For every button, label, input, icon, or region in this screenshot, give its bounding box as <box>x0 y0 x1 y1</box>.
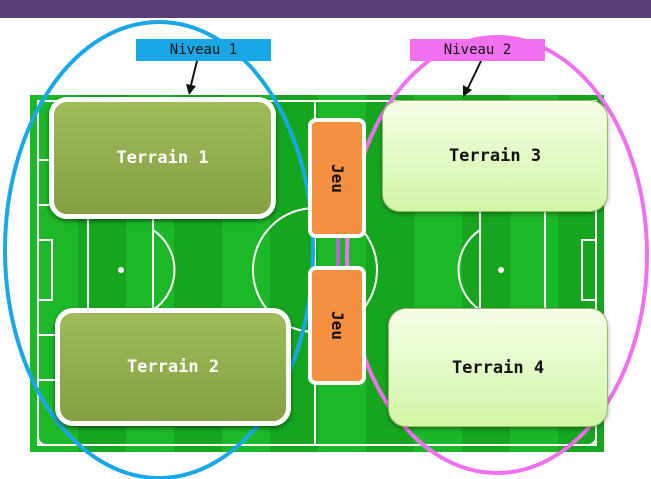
niveau-2-label: Niveau 2 <box>410 39 545 61</box>
niveau-1-ellipse <box>3 20 315 479</box>
top-bar <box>0 0 651 18</box>
niveau-1-label: Niveau 1 <box>136 39 271 61</box>
terrain-1-box: Terrain 1 <box>49 97 276 219</box>
jeu-box-bottom: Jeu <box>308 266 366 385</box>
penalty-spot-right <box>498 267 504 273</box>
arrow-niveau-1 <box>186 60 198 95</box>
penalty-spot-left <box>118 267 124 273</box>
niveau-2-ellipse <box>345 35 649 475</box>
arrow-niveau-2 <box>463 60 482 97</box>
terrain-2-box: Terrain 2 <box>55 308 291 426</box>
jeu-box-top: Jeu <box>308 118 366 238</box>
jeu-label-bottom: Jeu <box>327 311 347 340</box>
terrain-3-box: Terrain 3 <box>382 100 608 212</box>
terrain-4-box: Terrain 4 <box>388 308 608 427</box>
jeu-label-top: Jeu <box>327 163 347 193</box>
